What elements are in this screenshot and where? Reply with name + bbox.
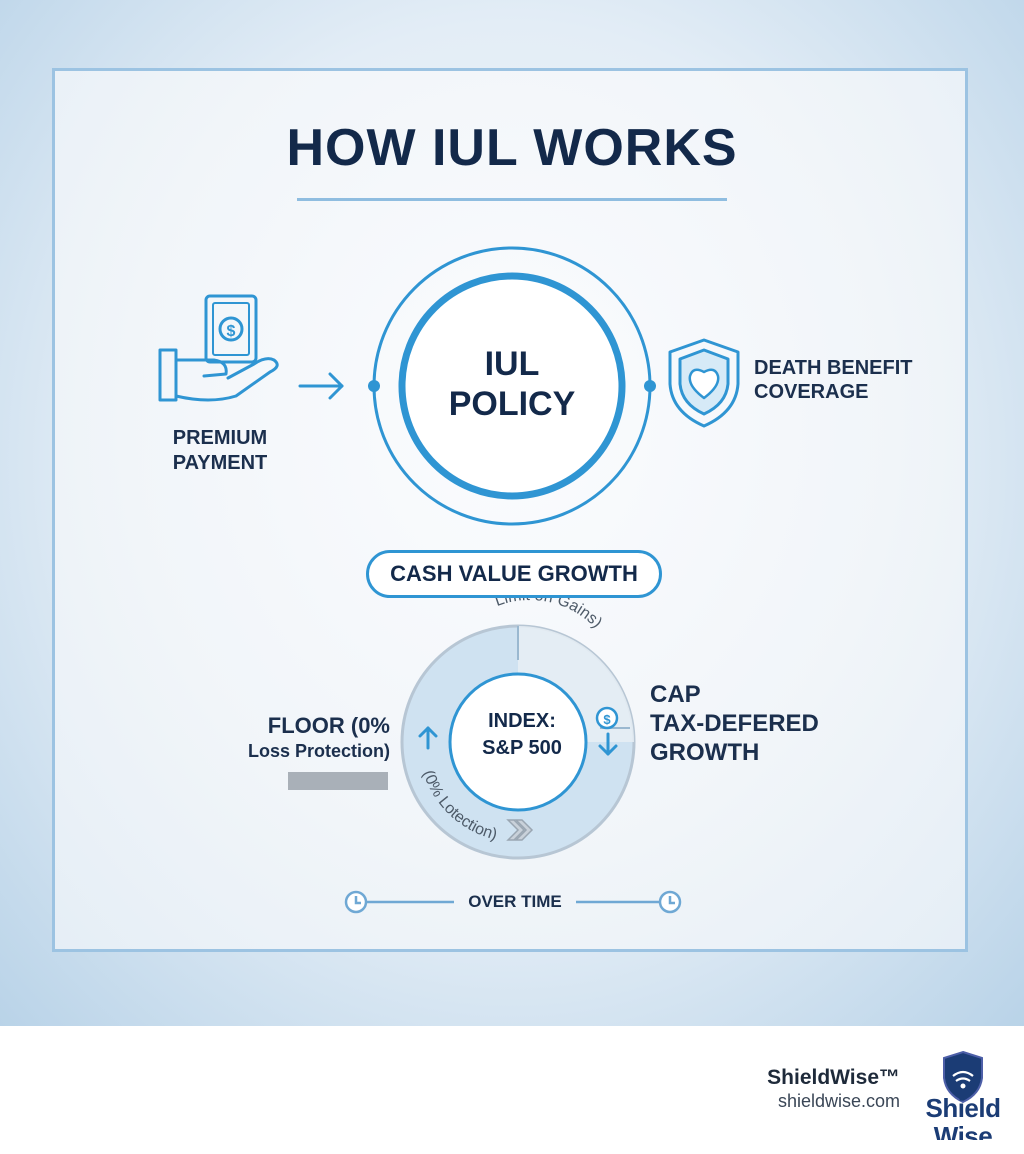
brand-name: ShieldWise™ [767, 1066, 900, 1089]
iul-policy-label: IUL POLICY [448, 345, 576, 423]
brand-url[interactable]: shieldwise.com [777, 1091, 900, 1111]
floor-label: FLOOR (0% [267, 713, 390, 738]
arrow-up-icon [418, 726, 438, 750]
dollar-coin-icon: $ [595, 706, 619, 730]
arrow-down-icon [598, 732, 618, 756]
death-benefit-label: DEATH BENEFIT COVERAGE [754, 357, 913, 403]
clock-icon-right [658, 890, 682, 914]
shield-heart-icon [668, 338, 740, 428]
arrow-right-icon [298, 372, 344, 400]
floor-bar [288, 772, 388, 790]
brand-logo-text: Shield Wise [925, 1094, 1001, 1140]
cycle-inner-circle [448, 672, 588, 812]
premium-payment-label: PREMIUM PAYMENT [172, 427, 268, 474]
svg-text:$: $ [603, 712, 611, 727]
title-underline [297, 198, 727, 201]
index-label: INDEX: S&P 500 [482, 710, 562, 759]
cash-value-growth-pill: CASH VALUE GROWTH [366, 550, 662, 598]
shieldwise-logo-icon [943, 1050, 983, 1104]
hand-money-icon [158, 294, 279, 402]
dollar-sign-glyph: $ [227, 323, 236, 340]
policy-right-node [644, 380, 656, 392]
policy-inner-ring [398, 272, 626, 500]
cap-label: CAP TAX-DEFERED GROWTH [650, 681, 819, 766]
page-title: HOW IUL WORKS [286, 119, 738, 177]
chevron-right-icon [506, 819, 534, 841]
policy-left-node [368, 380, 380, 392]
over-time-label: OVER TIME [468, 892, 562, 911]
clock-icon-left [344, 890, 368, 914]
floor-sub-label: Loss Protection) [247, 741, 390, 761]
